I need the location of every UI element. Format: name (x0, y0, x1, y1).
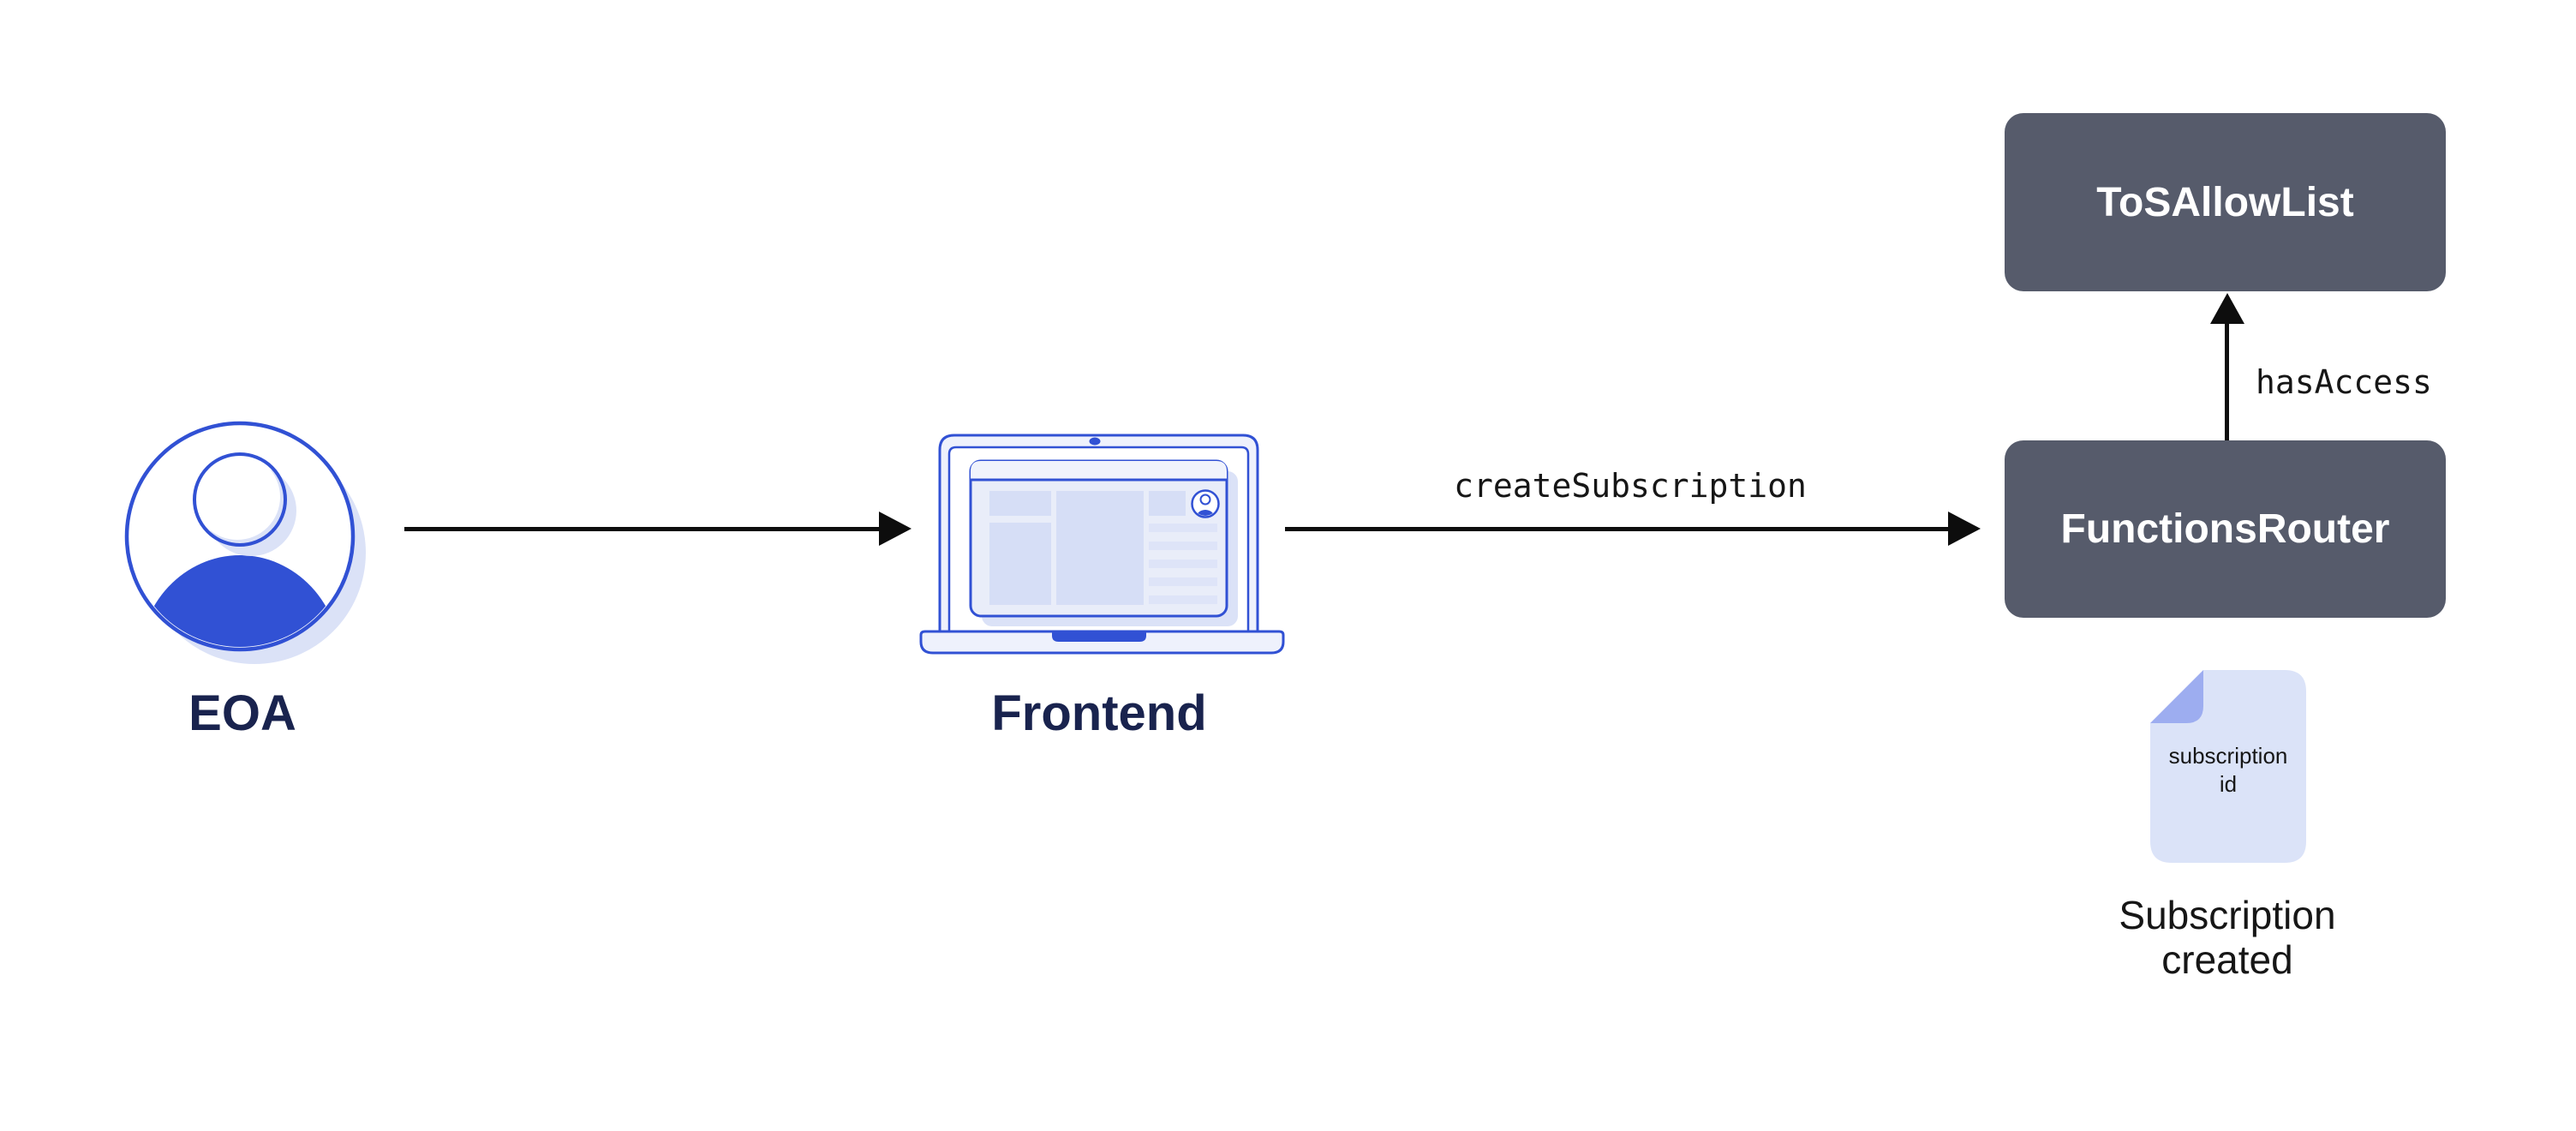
document-text: subscription id (2168, 743, 2288, 797)
arrow-frontend-to-router-shaft (1285, 527, 1948, 531)
mini-avatar-body (1196, 510, 1215, 516)
laptop-icon (919, 434, 1285, 655)
avatar-head-fill (194, 454, 280, 540)
browser-text-row (1149, 595, 1217, 604)
browser-header-bar (971, 461, 1227, 480)
edge-label-create-subscription: createSubscription (1454, 467, 1807, 505)
node-functions-router: FunctionsRouter (2005, 440, 2446, 618)
user-avatar-icon (124, 421, 366, 664)
arrow-eoa-to-frontend-shaft (404, 527, 881, 531)
browser-block-widget (1149, 491, 1186, 516)
browser-block-sidebar (989, 523, 1051, 605)
laptop-notch (1052, 632, 1146, 642)
browser-text-row (1149, 560, 1217, 568)
browser-text-row (1149, 524, 1217, 532)
browser-text-row (1149, 542, 1217, 550)
mini-avatar-head (1199, 494, 1211, 506)
node-eoa-label: EOA (188, 685, 296, 741)
document-caption: Subscription created (2119, 893, 2336, 982)
avatar-body-group (139, 454, 341, 647)
node-functions-router-label: FunctionsRouter (2060, 506, 2390, 552)
avatar-body (139, 555, 341, 647)
document-fold (2150, 670, 2203, 723)
laptop-base (919, 630, 1285, 655)
node-frontend-label: Frontend (991, 685, 1207, 741)
avatar-head-ring (193, 452, 287, 547)
browser-block-nav (989, 491, 1051, 516)
node-tos-allow-list: ToSAllowList (2005, 113, 2446, 291)
arrow-eoa-to-frontend-head-icon (879, 512, 911, 546)
edge-label-has-access: hasAccess (2256, 363, 2432, 401)
arrow-frontend-to-router-head-icon (1948, 512, 1981, 546)
browser-block-main (1056, 491, 1144, 605)
document-icon (2150, 670, 2306, 863)
arrow-router-to-tos-head-icon (2210, 293, 2244, 324)
arrow-router-to-tos-shaft (2225, 320, 2229, 440)
laptop-webcam-icon (1089, 437, 1101, 446)
node-tos-allow-list-label: ToSAllowList (2096, 179, 2354, 225)
browser-text-row (1149, 577, 1217, 586)
